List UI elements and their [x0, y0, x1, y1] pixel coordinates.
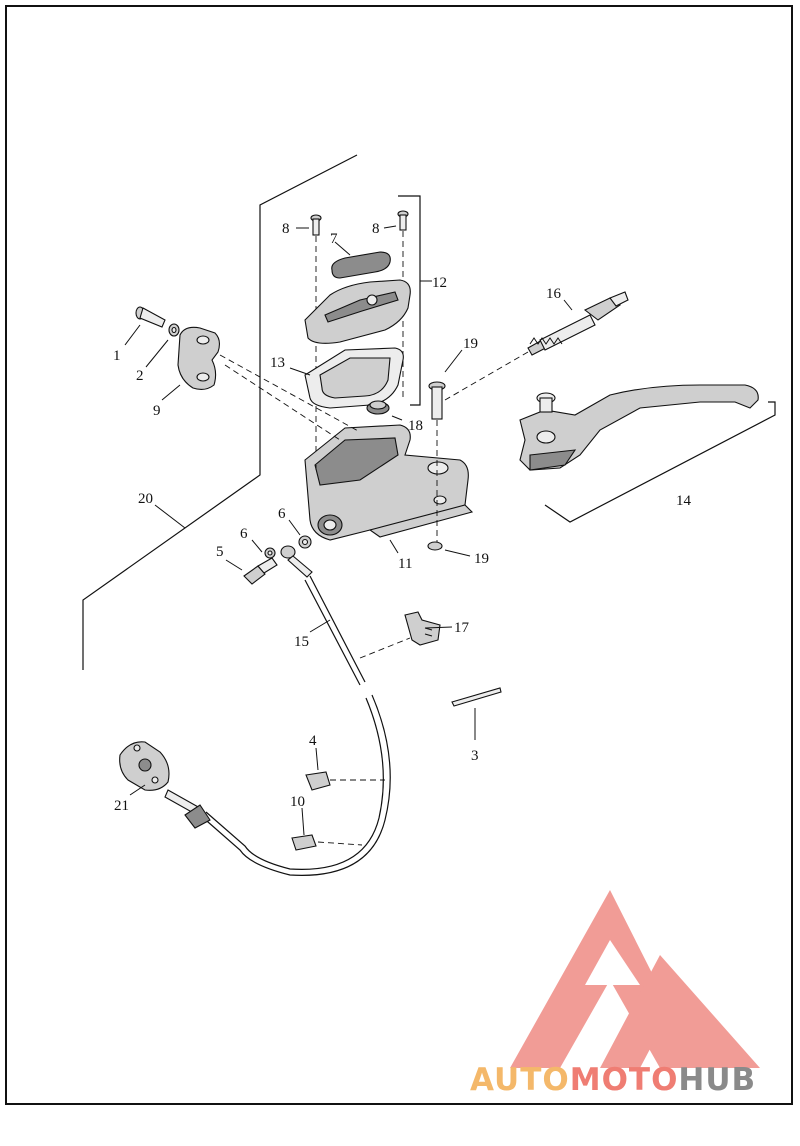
clip-17: [404, 611, 441, 646]
callout-6-lower: 6: [240, 526, 248, 542]
callout-3: 3: [471, 748, 479, 764]
callout-8-left: 8: [282, 221, 290, 237]
watermark-auto: AUTO: [470, 1062, 570, 1098]
screw-8-right: [397, 210, 409, 231]
callout-8-right: 8: [372, 221, 380, 237]
screw-8-left: [310, 214, 322, 236]
callout-6-upper: 6: [278, 506, 286, 522]
clutch-hose-15: [304, 575, 366, 686]
sight-glass-18: [366, 400, 390, 415]
banjo-bolt-5: [243, 557, 278, 585]
watermark-wordmark: AUTOMOTOHUB: [470, 1062, 756, 1098]
washer-6-lower: [264, 547, 276, 559]
callout-7: 7: [330, 231, 338, 247]
watermark-logo: [510, 890, 760, 1068]
callout-19-top: 19: [463, 336, 478, 352]
callout-20: 20: [138, 491, 153, 507]
callout-labels: 8 8 7 12 1 2 9 13 18 19 16 14 20 11 19 6…: [113, 221, 692, 814]
leader-lines: [124, 225, 573, 836]
diagram-frame: [5, 5, 793, 1105]
callout-14: 14: [676, 493, 692, 509]
group-bracket-20: [82, 154, 358, 670]
callout-5: 5: [216, 544, 224, 560]
callout-11: 11: [398, 556, 412, 572]
callout-17: 17: [454, 620, 470, 636]
pivot-pin-19: [428, 381, 446, 420]
cable-tie-3: [451, 687, 502, 707]
callout-12: 12: [432, 275, 447, 291]
group-bracket-12: [398, 195, 421, 406]
hand-lever-14: [519, 384, 759, 471]
callout-21: 21: [114, 798, 129, 814]
callout-2: 2: [136, 368, 144, 384]
washer-2: [168, 323, 180, 337]
washer-6-upper: [298, 535, 312, 549]
callout-13: 13: [270, 355, 285, 371]
callout-19-bottom: 19: [474, 551, 489, 567]
clip-4: [305, 771, 331, 791]
gasket-13: [304, 347, 404, 409]
reservoir-cover: [304, 279, 411, 344]
slave-cylinder-21: [119, 741, 211, 829]
callout-9: 9: [153, 403, 161, 419]
callout-16: 16: [546, 286, 562, 302]
callout-4: 4: [309, 733, 317, 749]
callout-18: 18: [408, 418, 423, 434]
screw-1: [135, 306, 166, 328]
clamp-9: [177, 326, 221, 391]
clip-10: [291, 834, 317, 851]
watermark-moto: MOTO: [569, 1062, 679, 1098]
clutch-line: [199, 694, 391, 876]
group-bracket-14: [544, 401, 776, 523]
cover-plate-7: [331, 251, 391, 279]
watermark-hub: HUB: [678, 1062, 757, 1098]
banjo-fitting: [280, 545, 313, 578]
retaining-ring-19: [427, 541, 443, 551]
master-cylinder-body-11: [304, 424, 474, 541]
callout-15: 15: [294, 634, 309, 650]
plunger-assembly-16: [527, 291, 629, 356]
callout-1: 1: [113, 348, 121, 364]
callout-10: 10: [290, 794, 305, 810]
